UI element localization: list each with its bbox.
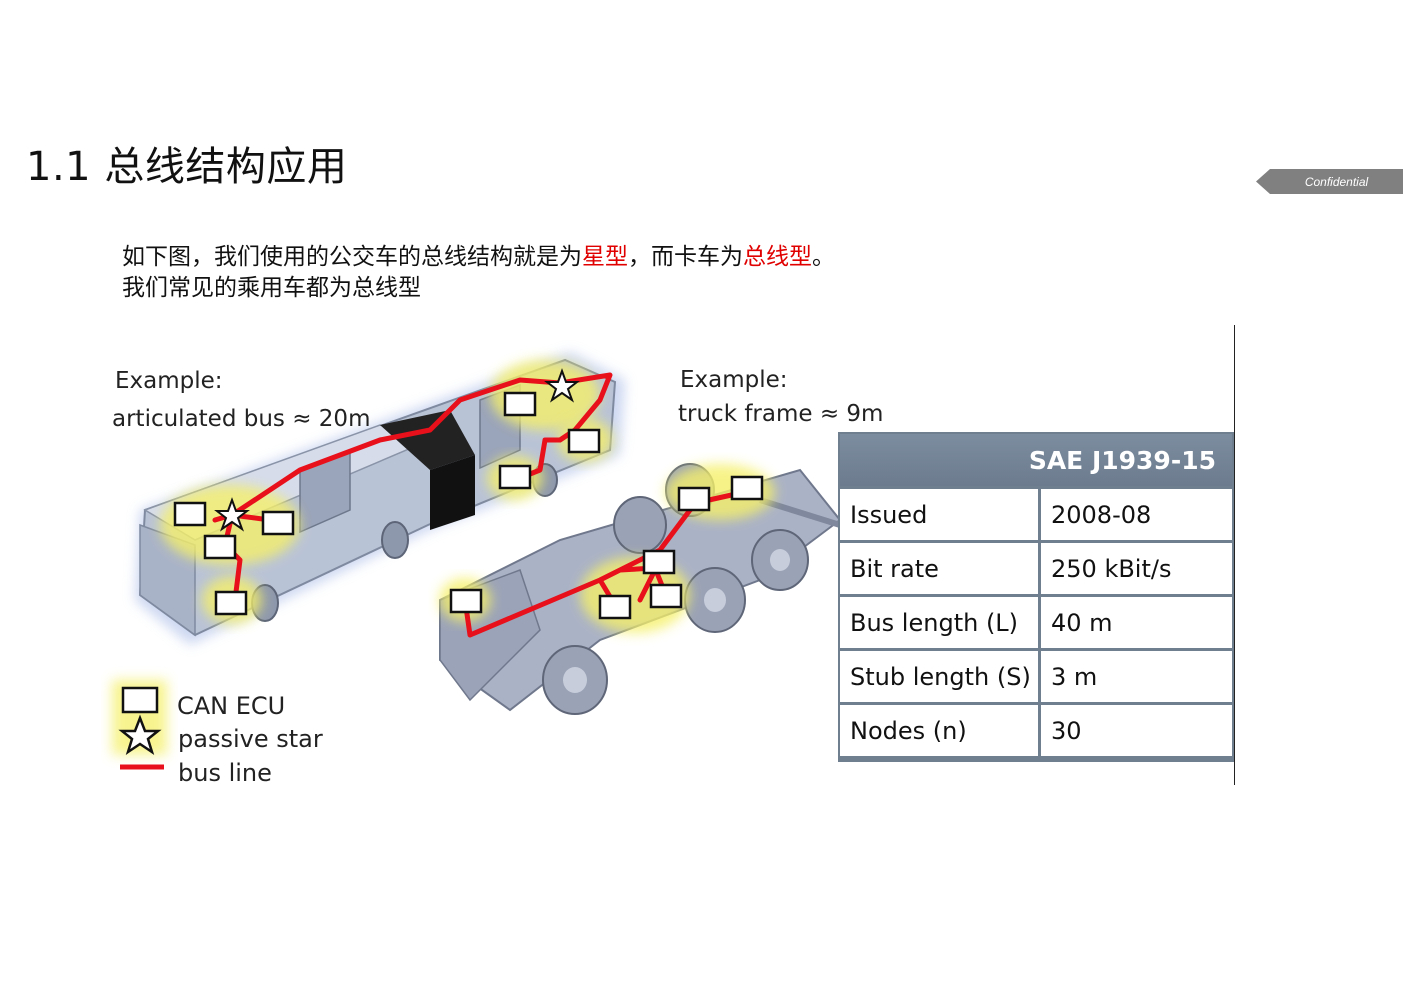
truck-example-label: Example: xyxy=(680,367,788,393)
ecu-box xyxy=(730,475,764,501)
ecu-box xyxy=(261,510,295,536)
star-legend-icon xyxy=(118,714,162,755)
ecu-legend-icon xyxy=(121,686,159,714)
ecu-box xyxy=(449,588,483,614)
spec-key: Stub length (S) xyxy=(840,651,1038,702)
truck-caption: truck frame ≈ 9m xyxy=(678,401,884,427)
ecu-box xyxy=(677,486,711,512)
legend-ecu-label: CAN ECU xyxy=(177,692,286,720)
confidential-tag: Confidential xyxy=(1256,169,1403,194)
slide-title: 1.1 总线结构应用 xyxy=(26,144,348,190)
intro-text: 如下图，我们使用的公交车的总线结构就是为星型，而卡车为总线型。 我们常见的乘用车… xyxy=(122,242,835,304)
spec-value: 2008-08 xyxy=(1041,489,1232,540)
spec-key: Nodes (n) xyxy=(840,705,1038,756)
ecu-box xyxy=(598,594,632,620)
bus-example-label: Example: xyxy=(115,368,223,394)
ecu-box xyxy=(214,590,248,616)
spec-value: 250 kBit/s xyxy=(1041,543,1232,594)
spec-table: SAE J1939-15 Issued 2008-08 Bit rate 250… xyxy=(838,432,1234,762)
ecu-box xyxy=(503,391,537,417)
legend-line-label: bus line xyxy=(178,759,272,787)
ecu-box xyxy=(203,534,237,560)
truck-drawing xyxy=(439,463,842,715)
legend-icons xyxy=(112,680,167,770)
bus-topology-highlight: 总线型 xyxy=(743,244,812,270)
ecu-box xyxy=(498,464,532,490)
star-topology-highlight: 星型 xyxy=(582,244,628,270)
table-row: Bus length (L) 40 m xyxy=(840,597,1232,648)
table-row: Issued 2008-08 xyxy=(840,489,1232,540)
passive-star-icon xyxy=(544,368,580,403)
bus-caption: articulated bus ≈ 20m xyxy=(112,406,371,432)
ecu-box xyxy=(649,583,683,609)
spec-key: Bus length (L) xyxy=(840,597,1038,648)
spec-table-header: SAE J1939-15 xyxy=(840,434,1232,486)
intro-line-2: 我们常见的乘用车都为总线型 xyxy=(122,275,421,301)
spec-value: 30 xyxy=(1041,705,1232,756)
spec-key: Bit rate xyxy=(840,543,1038,594)
table-row: Stub length (S) 3 m xyxy=(840,651,1232,702)
ecu-box xyxy=(173,501,207,527)
intro-line-1: 如下图，我们使用的公交车的总线结构就是为星型，而卡车为总线型。 xyxy=(122,244,835,270)
spec-key: Issued xyxy=(840,489,1038,540)
spec-value: 40 m xyxy=(1041,597,1232,648)
table-row: Bit rate 250 kBit/s xyxy=(840,543,1232,594)
ecu-box xyxy=(642,549,676,575)
table-row: Nodes (n) 30 xyxy=(840,705,1232,756)
passive-star-icon xyxy=(214,497,250,532)
ecu-box xyxy=(567,428,601,454)
divider-line xyxy=(1234,325,1235,785)
legend-star-label: passive star xyxy=(178,725,323,753)
spec-value: 3 m xyxy=(1041,651,1232,702)
bus-drawing xyxy=(135,352,625,645)
